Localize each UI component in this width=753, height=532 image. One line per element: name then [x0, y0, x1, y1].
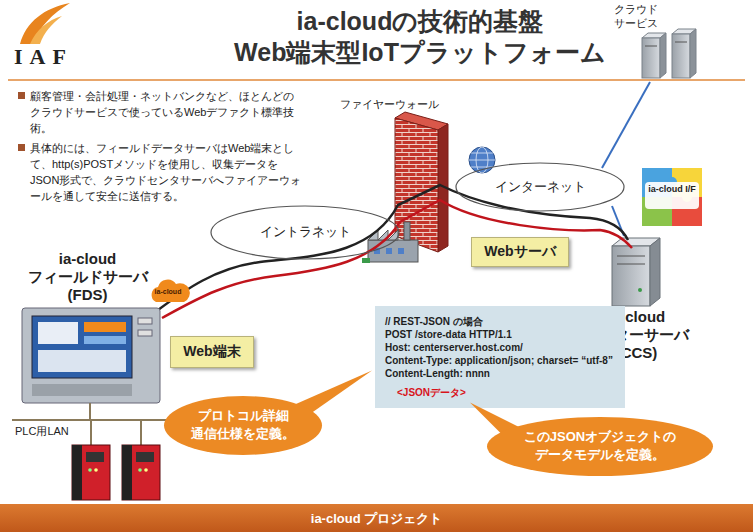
code-line: Content-Length: nnnn	[385, 367, 613, 380]
plc-unit	[72, 445, 160, 500]
cloud-icon	[152, 280, 190, 302]
interface-label: ia-cloud I/F	[647, 184, 697, 195]
lan-label: PLC用LAN	[15, 424, 69, 439]
icon-label: ia-cloud	[151, 288, 185, 295]
callout-bubble: このJSONオブジェクトの データモデルを定義。	[486, 416, 714, 477]
code-line: POST /store-data HTTP/1.1	[385, 328, 613, 341]
slide-title: ia-cloudの技術的基盤 Web端末型IoTプラットフォーム	[170, 6, 670, 68]
callout-ellipse	[487, 417, 713, 476]
cloud-service-label: クラウド サービス	[606, 2, 666, 30]
logo-mark	[20, 3, 70, 44]
node-text: インターネット	[495, 178, 586, 196]
callout-bubble: プロトコル詳細 通信仕様を定義。	[163, 395, 323, 456]
data-route	[162, 200, 632, 318]
internet-link	[602, 82, 650, 168]
network-ellipse: インターネット	[455, 162, 625, 212]
node-text: プロトコル詳細 通信仕様を定義。	[187, 407, 299, 443]
footer-band	[0, 504, 753, 532]
network-outline	[211, 206, 399, 259]
server-label: ia-cloud フィールドサーバ (FDS)	[20, 250, 155, 304]
callout-shape	[486, 416, 714, 477]
network-cable	[158, 185, 628, 310]
callout-shape	[163, 395, 323, 456]
firewall-wall	[395, 112, 448, 252]
bullet-text: 具体的には、フィールドデータサーバはWeb端末として、http(s)POSTメソ…	[30, 140, 302, 204]
node-text: Webサーバ	[484, 243, 555, 261]
center-server	[612, 238, 660, 306]
factory-icon	[362, 222, 418, 263]
role-box: Webサーバ	[471, 237, 569, 267]
network-outline	[456, 163, 624, 211]
interface-puzzle	[642, 168, 702, 226]
callout-ellipse	[164, 396, 322, 455]
footer-label: ia-cloud プロジェクト	[0, 510, 753, 528]
title-rule	[8, 79, 745, 81]
bullet-text: 顧客管理・会計処理・ネットバンクなど、ほとんどのクラウドサービスで使っているWe…	[30, 88, 302, 136]
firewall-label: ファイヤーウォール	[340, 97, 439, 112]
node-text: このJSONオブジェクトの データモデルを定義。	[518, 428, 682, 464]
node-text: イントラネット	[260, 223, 351, 241]
node-text: Web端末	[183, 343, 240, 361]
field-server-panel	[22, 308, 160, 403]
code-box: // REST-JSON の場合POST /store-data HTTP/1.…	[375, 306, 625, 408]
plc-lan	[12, 403, 190, 445]
role-box: Web端末	[170, 336, 254, 368]
cloud-servers	[642, 29, 696, 78]
code-line: Host: centerserver.host.com/	[385, 341, 613, 354]
code-line: Content-Type: application/json; charset=…	[385, 354, 613, 367]
network-ellipse: イントラネット	[210, 205, 400, 260]
code-line: // REST-JSON の場合	[385, 315, 613, 328]
code-line: <JSONデータ>	[385, 386, 613, 399]
logo-text: IAF	[14, 44, 73, 70]
